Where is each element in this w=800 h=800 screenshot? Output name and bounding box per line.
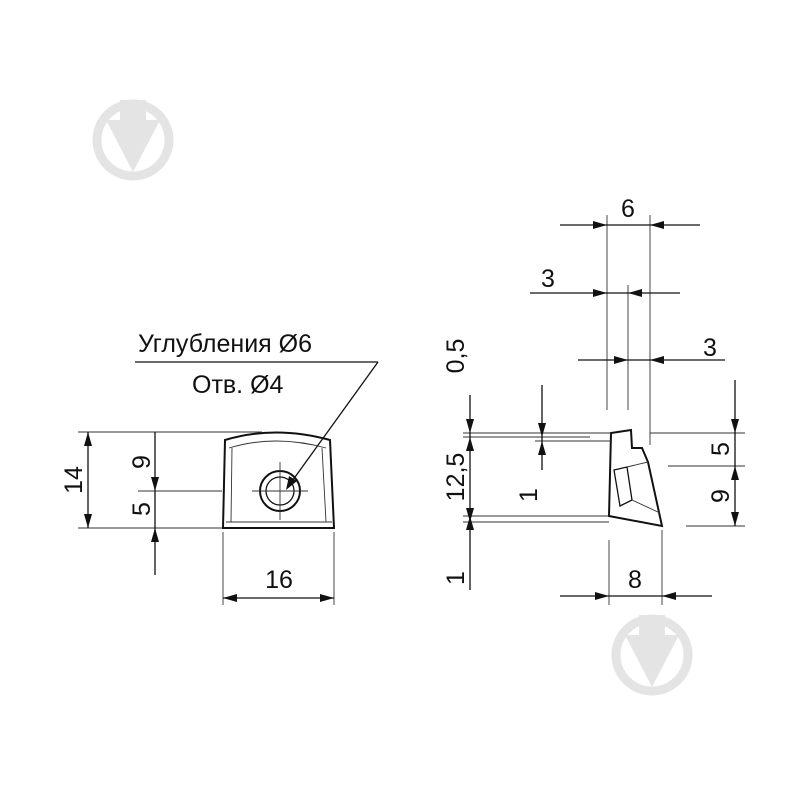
- dim-front-height: 14: [60, 466, 88, 494]
- dim-side-bottom-offset: 1: [442, 571, 470, 585]
- dim-side-top-offset: 0,5: [442, 339, 470, 374]
- dim-side-base-width: 8: [628, 566, 642, 594]
- callout-hole-label: Отв. Ø4: [192, 371, 284, 399]
- watermark-logo-top: [92, 99, 174, 181]
- watermark-logo-bottom: [611, 614, 693, 696]
- dim-side-inner-step: 1: [515, 488, 543, 502]
- dim-front-width: 16: [265, 566, 293, 594]
- side-view: 6 3 3 0,5 12,5 1 1 5 9: [442, 195, 745, 605]
- dim-side-right-lower: 9: [707, 489, 735, 503]
- dim-front-upper: 9: [128, 455, 156, 469]
- dim-side-left-gap: 3: [541, 265, 555, 293]
- dim-side-body-height: 12,5: [442, 453, 470, 502]
- front-view: Углубления Ø6 Отв. Ø4 14 9 5 16: [60, 330, 379, 605]
- callout-recess-label: Углубления Ø6: [138, 330, 312, 358]
- side-part-outline: [607, 428, 664, 528]
- dim-front-lower: 5: [128, 502, 156, 516]
- dim-side-right-upper: 5: [707, 442, 735, 456]
- front-part-outline: [221, 431, 336, 529]
- dim-side-top-width: 6: [621, 195, 635, 223]
- dim-side-right-gap: 3: [703, 334, 717, 362]
